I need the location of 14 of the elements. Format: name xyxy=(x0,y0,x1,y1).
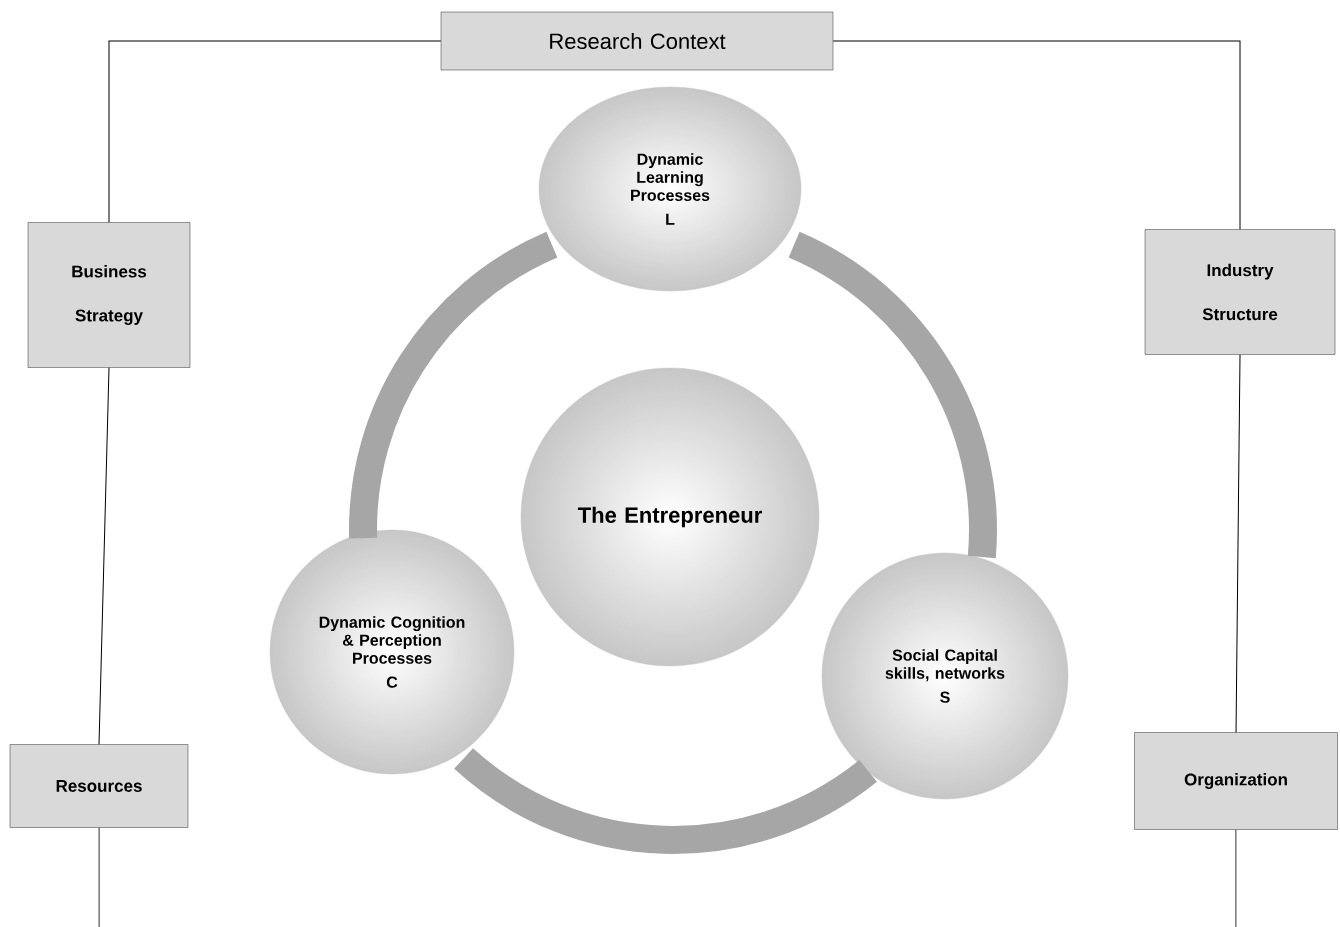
ring-arc xyxy=(349,232,558,539)
connector-line xyxy=(1235,829,1237,927)
ring-arc xyxy=(454,747,877,854)
connector-line xyxy=(98,827,100,927)
connector-line xyxy=(108,40,442,223)
connector-line xyxy=(98,367,110,745)
label-box: Research Context xyxy=(440,11,834,71)
label-box: Resources xyxy=(9,744,189,828)
ring-arc xyxy=(787,232,997,558)
label-box: Organization xyxy=(1134,732,1338,830)
label-box: Business Strategy xyxy=(27,222,191,368)
connector-line xyxy=(832,40,1241,230)
connector-line xyxy=(1235,354,1241,733)
label-box: Industry Structure xyxy=(1144,229,1336,355)
